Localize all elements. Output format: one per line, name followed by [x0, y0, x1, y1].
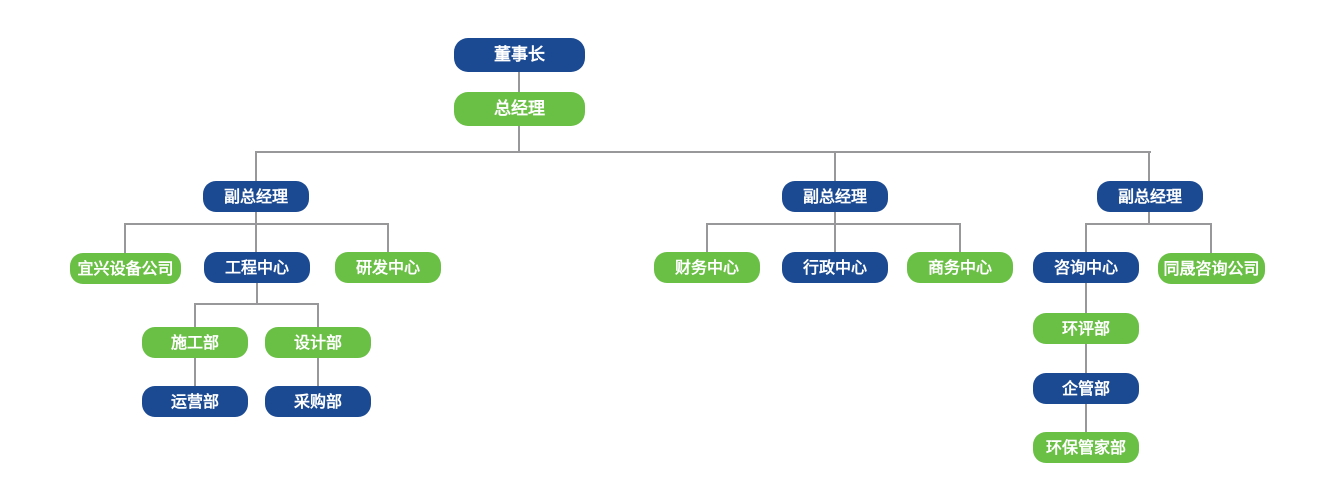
node-chairman: 董事长 — [454, 38, 585, 72]
connector-drop-constr — [194, 303, 196, 327]
connector-dgm1-trunk — [255, 212, 257, 252]
node-engineering-center: 工程中心 — [204, 252, 310, 283]
connector-design-procure — [317, 358, 319, 386]
connector-em-steward — [1085, 404, 1087, 432]
connector-dgm2-trunk — [834, 212, 836, 252]
node-deputy-gm-3: 副总经理 — [1097, 181, 1203, 212]
connector-branch2-horizontal — [706, 223, 961, 225]
node-deputy-gm-1: 副总经理 — [203, 181, 309, 212]
connector-drop-business — [959, 223, 961, 253]
connector-eng-horizontal — [194, 303, 319, 305]
node-general-manager: 总经理 — [454, 92, 585, 126]
node-finance-center: 财务中心 — [654, 252, 760, 283]
node-business-center: 商务中心 — [907, 252, 1013, 283]
connector-drop-finance — [706, 223, 708, 253]
node-env-steward-dept: 环保管家部 — [1033, 432, 1139, 463]
connector-dgm3-trunk — [1148, 212, 1150, 225]
connector-drop-dgm3 — [1148, 151, 1150, 182]
connector-consult-eia — [1085, 283, 1087, 313]
node-tongsheng-consulting-company: 同晟咨询公司 — [1158, 253, 1265, 284]
node-deputy-gm-2: 副总经理 — [782, 181, 888, 212]
connector-drop-rd — [387, 223, 389, 253]
node-rd-center: 研发中心 — [335, 252, 441, 283]
connector-drop-dgm1 — [255, 151, 257, 182]
connector-eia-em — [1085, 344, 1087, 373]
connector-drop-tongsheng — [1210, 223, 1212, 253]
node-consulting-center: 咨询中心 — [1033, 252, 1139, 283]
node-design-dept: 设计部 — [265, 327, 371, 358]
connector-chairman-gm — [518, 72, 520, 93]
connector-drop-design — [317, 303, 319, 327]
node-yixing-equipment-company: 宜兴设备公司 — [70, 253, 181, 284]
connector-constr-ops — [194, 358, 196, 386]
connector-gm-trunk — [518, 126, 520, 152]
node-operations-dept: 运营部 — [142, 386, 248, 417]
connector-drop-yixing — [124, 223, 126, 253]
node-eia-dept: 环评部 — [1033, 313, 1139, 344]
connector-drop-dgm2 — [834, 151, 836, 182]
node-procurement-dept: 采购部 — [265, 386, 371, 417]
connector-branch3-horizontal — [1085, 223, 1212, 225]
connector-eng-trunk — [256, 283, 258, 304]
node-construction-dept: 施工部 — [142, 327, 248, 358]
connector-branch1-horizontal — [124, 223, 388, 225]
connector-main-horizontal — [255, 151, 1151, 153]
node-enterprise-mgmt-dept: 企管部 — [1033, 373, 1139, 404]
node-admin-center: 行政中心 — [782, 252, 888, 283]
connector-drop-consult — [1085, 223, 1087, 253]
